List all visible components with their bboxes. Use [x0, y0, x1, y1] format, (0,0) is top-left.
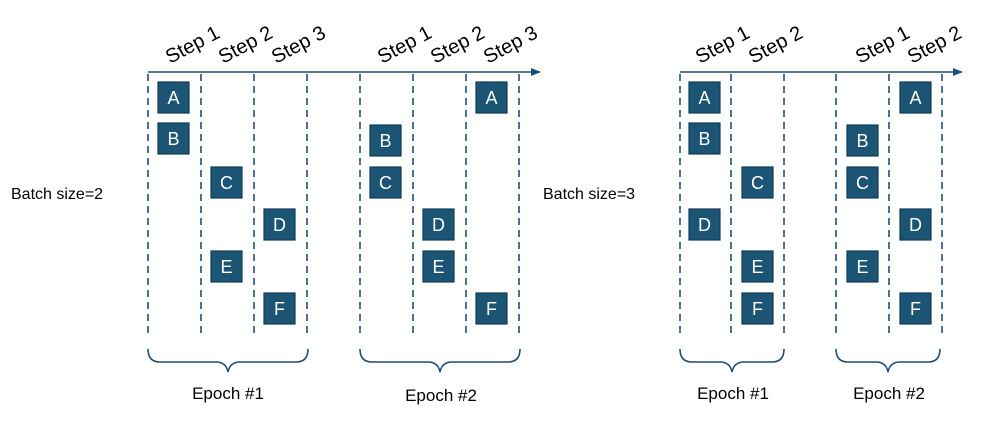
sample-letter: E — [751, 257, 763, 277]
sample-letter: F — [486, 299, 497, 319]
epoch-brace — [835, 348, 941, 373]
epoch-2-group: Step 1 Step 2 A B C D E F Epoch #2 — [835, 22, 965, 403]
sample-box-e: E — [846, 250, 879, 283]
sample-box-a: A — [688, 81, 721, 114]
epoch-1-group: Step 1 Step 2 Step 3 A B C D E F Epoch #… — [147, 22, 329, 403]
epoch-1-group: Step 1 Step 2 A B C D E F Epoch #1 — [679, 22, 806, 403]
sample-box-e: E — [422, 250, 455, 283]
step-label: Step 1 — [852, 22, 913, 69]
sample-letter: C — [751, 173, 764, 193]
sample-letter: C — [856, 173, 869, 193]
sample-box-f: F — [475, 292, 508, 325]
epoch-brace — [359, 348, 521, 373]
sample-box-b: B — [688, 122, 721, 155]
sample-letter: A — [485, 88, 497, 108]
step-label: Step 3 — [480, 22, 541, 69]
sample-letter: D — [909, 215, 922, 235]
sample-box-c: C — [210, 166, 243, 199]
sample-letter: B — [856, 131, 868, 151]
sample-box-b: B — [369, 124, 402, 157]
sample-box-a: A — [899, 81, 932, 114]
sample-letter: A — [698, 88, 710, 108]
sample-box-f: F — [263, 292, 296, 325]
sample-letter: B — [698, 129, 710, 149]
epoch-brace — [147, 348, 309, 373]
sample-box-d: D — [422, 208, 455, 241]
step-label: Step 2 — [427, 22, 488, 69]
step-label: Step 1 — [692, 22, 753, 69]
sample-letter: A — [167, 88, 179, 108]
epoch-brace — [679, 348, 785, 373]
panel-batch-size-3: Batch size=3 Step 1 Step 2 A B C D E F E… — [543, 22, 965, 403]
sample-box-d: D — [688, 208, 721, 241]
batch-size-label: Batch size=3 — [543, 186, 635, 203]
step-label: Step 1 — [374, 22, 435, 69]
panel-batch-size-2: Batch size=2 Step 1 Step 2 Step 3 A B C … — [11, 22, 541, 405]
epoch-label: Epoch #2 — [405, 386, 477, 405]
step-label: Step 2 — [745, 22, 806, 69]
sample-box-b: B — [157, 122, 190, 155]
sample-box-c: C — [369, 166, 402, 199]
epoch-label: Epoch #2 — [853, 384, 925, 403]
sample-box-d: D — [263, 208, 296, 241]
step-label: Step 2 — [904, 22, 965, 69]
sample-box-e: E — [210, 250, 243, 283]
sample-box-f: F — [899, 292, 932, 325]
epoch-2-group: Step 1 Step 2 Step 3 A B C D E F Epoch #… — [359, 22, 541, 405]
sample-letter: F — [910, 299, 921, 319]
step-label: Step 2 — [215, 22, 276, 69]
sample-letter: F — [274, 299, 285, 319]
step-label: Step 1 — [162, 22, 223, 69]
sample-letter: D — [698, 215, 711, 235]
sample-box-e: E — [741, 250, 774, 283]
sample-letter: D — [273, 215, 286, 235]
batch-size-label: Batch size=2 — [11, 186, 103, 203]
sample-letter: B — [379, 131, 391, 151]
sample-letter: F — [752, 299, 763, 319]
sample-box-d: D — [899, 208, 932, 241]
sample-box-a: A — [475, 81, 508, 114]
sample-box-c: C — [846, 166, 879, 199]
sample-letter: D — [432, 215, 445, 235]
sample-letter: C — [220, 173, 233, 193]
sample-letter: A — [909, 88, 921, 108]
sample-letter: B — [167, 129, 179, 149]
sample-letter: E — [432, 257, 444, 277]
sample-box-c: C — [741, 166, 774, 199]
epoch-label: Epoch #1 — [192, 384, 264, 403]
epoch-label: Epoch #1 — [697, 384, 769, 403]
sample-box-f: F — [741, 292, 774, 325]
sample-letter: C — [379, 173, 392, 193]
sample-letter: E — [856, 257, 868, 277]
step-label: Step 3 — [268, 22, 329, 69]
sample-letter: E — [220, 257, 232, 277]
sample-box-b: B — [846, 124, 879, 157]
sample-box-a: A — [157, 81, 190, 114]
